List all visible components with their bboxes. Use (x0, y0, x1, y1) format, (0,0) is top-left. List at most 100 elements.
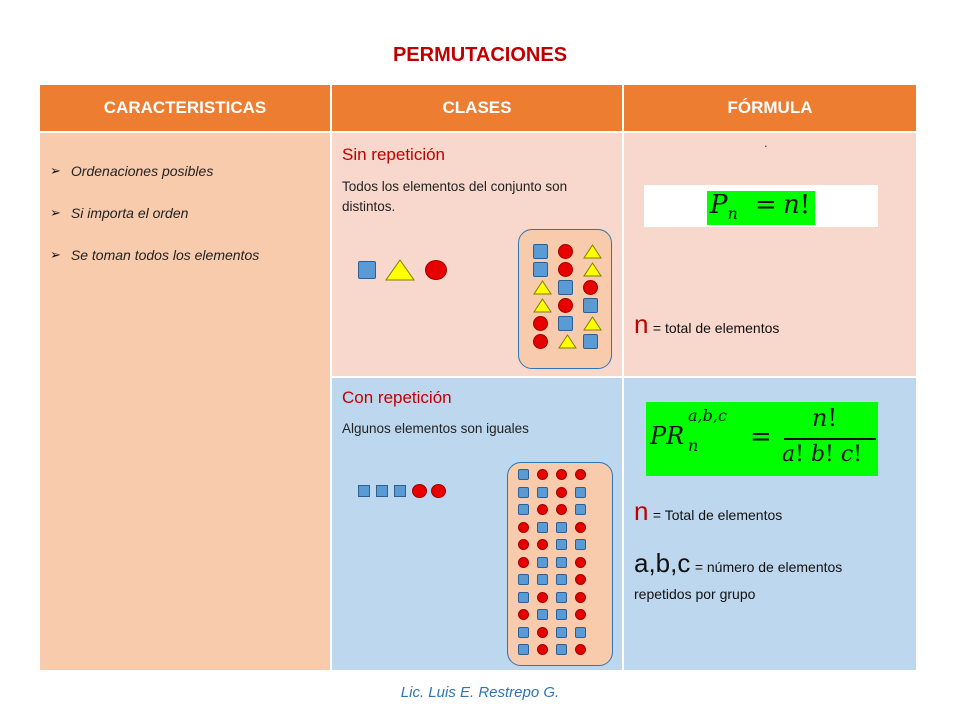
red-circle-icon (537, 539, 548, 550)
sin-repeticion-title: Sin repetición (342, 145, 446, 164)
blue-square-icon (376, 485, 388, 497)
yellow-triangle-icon (583, 316, 602, 331)
yellow-triangle-icon (583, 244, 602, 259)
n-definition: n = Total de elementos (634, 496, 783, 526)
red-circle-icon (518, 556, 529, 568)
blue-square-icon (556, 626, 567, 638)
sin-repeticion-cell: Sin repetición Todos los elementos del c… (332, 133, 622, 376)
red-circle-icon (575, 469, 586, 480)
red-circle-icon (518, 521, 529, 533)
red-circle-icon (412, 484, 427, 498)
red-circle-icon (518, 609, 529, 620)
list-item: ➢Se toman todos los elementos (50, 247, 260, 263)
blue-square-icon (358, 261, 376, 279)
red-circle-icon (556, 486, 567, 498)
con-repeticion-formula-cell: PR a,b,c n = n! a! b! c! n = Total de el… (624, 378, 916, 670)
blue-square-icon (533, 244, 548, 259)
blue-square-icon (537, 486, 548, 498)
blue-square-icon (556, 644, 567, 655)
header-caracteristicas: CARACTERISTICAS (40, 85, 330, 131)
n-definition: n = total de elementos (634, 309, 780, 339)
blue-square-icon (556, 591, 567, 603)
red-circle-icon (537, 504, 548, 515)
yellow-triangle-icon (558, 334, 577, 349)
blue-square-icon (537, 609, 548, 620)
red-circle-icon (556, 469, 567, 480)
yellow-triangle-icon (583, 262, 602, 277)
blue-square-icon (518, 626, 529, 638)
blue-square-icon (518, 486, 529, 498)
blue-square-icon (575, 486, 586, 498)
con-repeticion-description: Algunos elementos son iguales (342, 421, 529, 436)
list-item: ➢Si importa el orden (50, 205, 189, 221)
blue-square-icon (556, 539, 567, 550)
arrangements-container (518, 229, 612, 369)
red-circle-icon (575, 521, 586, 533)
blue-square-icon (537, 556, 548, 568)
red-circle-icon (533, 316, 548, 331)
red-circle-icon (575, 574, 586, 585)
con-repeticion-cell: Con repetición Algunos elementos son igu… (332, 378, 622, 670)
red-circle-icon (431, 484, 446, 498)
arrangements-container (507, 462, 613, 666)
arrow-bullet-icon: ➢ (50, 163, 61, 178)
blue-square-icon (537, 521, 548, 533)
blue-square-icon (537, 574, 548, 585)
red-circle-icon (575, 644, 586, 655)
list-item: ➢Ordenaciones posibles (50, 163, 214, 179)
blue-square-icon (518, 574, 529, 585)
blue-square-icon (575, 504, 586, 515)
red-circle-icon (537, 469, 548, 480)
yellow-triangle-icon (533, 280, 552, 295)
arrow-bullet-icon: ➢ (50, 247, 61, 262)
sin-repeticion-formula-cell: . Pn = n! n = total de elementos (624, 133, 916, 376)
red-circle-icon (575, 591, 586, 603)
blue-square-icon (518, 504, 529, 515)
red-circle-icon (537, 626, 548, 638)
red-circle-icon (575, 609, 586, 620)
sin-repeticion-description: Todos los elementos del conjunto son dis… (342, 179, 568, 214)
formula-pr-repetition: PR a,b,c n = n! a! b! c! (646, 402, 878, 476)
blue-square-icon (533, 262, 548, 277)
blue-square-icon (558, 316, 573, 331)
header-clases: CLASES (332, 85, 622, 131)
red-circle-icon (537, 591, 548, 603)
red-circle-icon (533, 334, 548, 349)
arrow-bullet-icon: ➢ (50, 205, 61, 220)
blue-square-icon (556, 521, 567, 533)
caracteristicas-cell: ➢Ordenaciones posibles ➢Si importa el or… (40, 133, 330, 670)
red-circle-icon (518, 539, 529, 550)
blue-square-icon (556, 609, 567, 620)
blue-square-icon (518, 469, 529, 480)
permutations-table: CARACTERISTICAS CLASES FÓRMULA ➢Ordenaci… (40, 85, 916, 670)
blue-square-icon (518, 644, 529, 655)
red-circle-icon (558, 262, 573, 277)
blue-square-icon (583, 298, 598, 313)
blue-square-icon (583, 334, 598, 349)
yellow-triangle-icon (533, 298, 552, 313)
blue-square-icon (556, 556, 567, 568)
blue-square-icon (394, 485, 406, 497)
blue-square-icon (575, 539, 586, 550)
blue-square-icon (358, 485, 370, 497)
footer-author: Lic. Luis E. Restrepo G. (400, 684, 560, 701)
blue-square-icon (558, 280, 573, 295)
red-circle-icon (575, 556, 586, 568)
blue-square-icon (518, 591, 529, 603)
yellow-triangle-icon (385, 259, 415, 281)
red-circle-icon (583, 280, 598, 295)
con-repeticion-title: Con repetición (342, 388, 452, 407)
formula-dot: . (764, 135, 768, 150)
red-circle-icon (558, 244, 573, 259)
red-circle-icon (425, 260, 447, 280)
red-circle-icon (556, 504, 567, 515)
header-formula: FÓRMULA (624, 85, 916, 131)
red-circle-icon (558, 298, 573, 313)
blue-square-icon (575, 626, 586, 638)
page-title: PERMUTACIONES (392, 44, 568, 66)
blue-square-icon (556, 574, 567, 585)
caracteristicas-list: ➢Ordenaciones posibles ➢Si importa el or… (50, 163, 259, 289)
red-circle-icon (537, 644, 548, 655)
abc-definition: a,b,c = número de elementos repetidos po… (634, 548, 843, 602)
formula-pn-factorial: Pn = n! (707, 190, 815, 225)
